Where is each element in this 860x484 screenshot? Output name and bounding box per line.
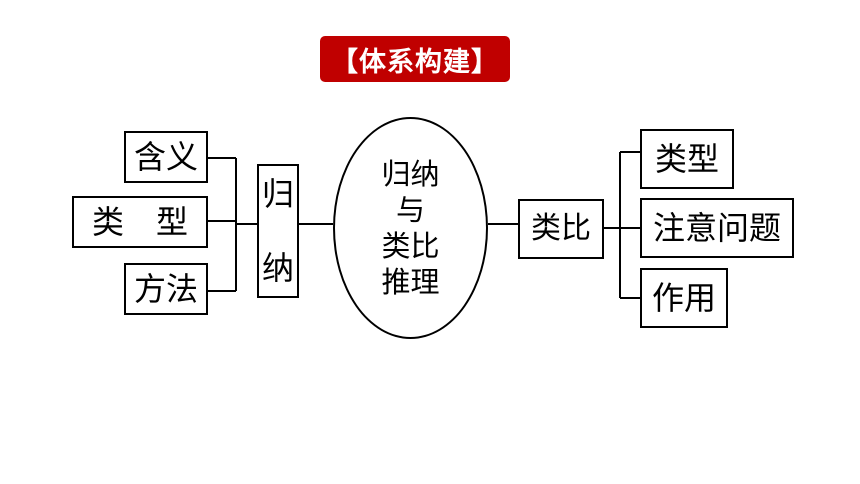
- left-item-box-1: 含义: [124, 131, 208, 183]
- right-item-box-3: 作用: [640, 268, 728, 328]
- center-line: 归纳: [381, 157, 440, 191]
- induction-hub-char: 归: [261, 175, 294, 213]
- analogy-hub-label: 类比: [531, 211, 591, 246]
- induction-hub-box: 归 纳: [257, 164, 299, 298]
- left-item-label: 方法: [133, 270, 198, 308]
- left-item-box-2: 类 型: [72, 196, 208, 248]
- right-item-label: 类型: [654, 140, 719, 178]
- analogy-hub-box: 类比: [518, 199, 604, 259]
- left-item-label: 类 型: [91, 203, 188, 241]
- center-line: 类比: [381, 229, 440, 263]
- right-item-box-1: 类型: [640, 129, 734, 189]
- induction-hub-char: 纳: [261, 249, 294, 287]
- center-oval: 归纳 与 类比 推理: [333, 117, 488, 339]
- left-item-box-3: 方法: [124, 263, 208, 315]
- right-item-box-2: 注意问题: [640, 198, 794, 258]
- section-title-banner: 【体系构建】: [320, 36, 510, 82]
- center-line: 推理: [381, 265, 440, 299]
- right-item-label: 作用: [651, 279, 716, 317]
- center-line: 与: [395, 193, 425, 227]
- right-item-label: 注意问题: [652, 209, 781, 247]
- section-title: 【体系构建】: [331, 46, 499, 78]
- left-item-label: 含义: [133, 138, 198, 176]
